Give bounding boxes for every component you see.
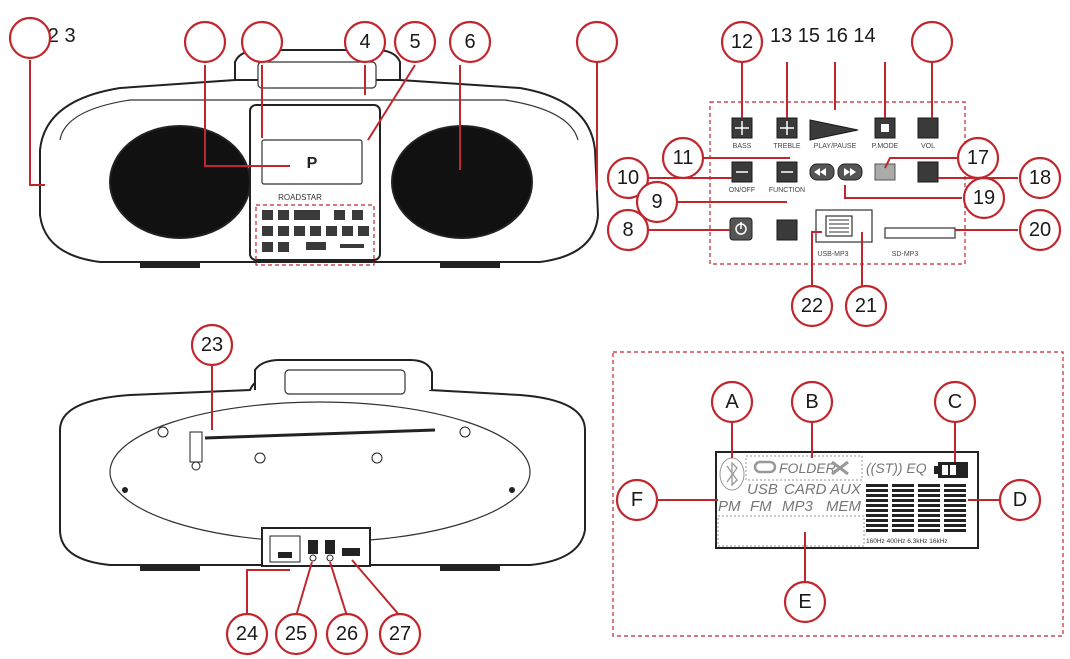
callout-18: 18 (1029, 167, 1051, 189)
lcd-usb: USB (747, 481, 778, 498)
callout-5: 5 (409, 31, 420, 53)
callout-21: 21 (855, 295, 877, 317)
function-label: FUNCTION (769, 187, 805, 194)
callout-9: 9 (651, 191, 662, 213)
lcd-freq-labels: 160Hz 400Hz 6.3kHz 16kHz (866, 538, 948, 545)
vol-label: VOL (921, 143, 935, 150)
brand-text: ROADSTAR (278, 193, 322, 202)
usb-mp3-label: USB-MP3 (817, 251, 848, 258)
callout-20: 20 (1029, 219, 1051, 241)
callout-19: 19 (973, 187, 995, 209)
callout-1-circle (8, 16, 52, 60)
sd-mp3-label: SD-MP3 (892, 251, 919, 258)
callout-8: 8 (622, 219, 633, 241)
callout-blank-2 (240, 20, 284, 64)
callout-10: 10 (617, 167, 639, 189)
bass-label: BASS (733, 143, 752, 150)
panel-header-numbers: 13 15 16 14 (770, 25, 876, 47)
callout-B: B (805, 391, 818, 413)
callout-blank-4 (910, 20, 954, 64)
callout-D: D (1013, 489, 1027, 511)
lcd-detail: FOLDER ((ST)) EQ USB CARD AUX PM FM MP3 … (612, 351, 1064, 637)
lcd-folder: FOLDER (779, 460, 836, 476)
front-view: P ROADSTAR 1 72 3 4 5 (8, 16, 619, 268)
callout-26: 26 (336, 623, 358, 645)
callout-23: 23 (201, 334, 223, 356)
callout-A: A (725, 391, 739, 413)
treble-label: TREBLE (773, 143, 801, 150)
callout-C: C (948, 391, 962, 413)
play-pause-label: PLAY/PAUSE (814, 143, 857, 150)
svg-text:P: P (307, 155, 318, 172)
control-panel-detail: BASS TREBLE PLAY/PAUSE P.MODE VOL ON/OFF… (606, 20, 1062, 328)
lcd-card: CARD (784, 481, 827, 498)
callout-22: 22 (801, 295, 823, 317)
pmode-label: P.MODE (872, 143, 899, 150)
lcd-st-eq: ((ST)) EQ (866, 460, 927, 476)
callout-E: E (798, 591, 811, 613)
callout-4: 4 (359, 31, 370, 53)
callout-12: 12 (731, 31, 753, 53)
lcd-fm: FM (750, 498, 772, 515)
callout-27: 27 (389, 623, 411, 645)
callout-17: 17 (967, 147, 989, 169)
lcd-mp3: MP3 (782, 498, 814, 515)
callout-blank-1 (183, 20, 227, 64)
lcd-pm: PM (718, 498, 741, 515)
callout-6: 6 (464, 31, 475, 53)
back-view: 23 24 25 26 27 (59, 323, 586, 656)
lcd-mem: MEM (826, 498, 862, 515)
callout-24: 24 (236, 623, 258, 645)
lcd-aux: AUX (829, 481, 862, 498)
callout-25: 25 (285, 623, 307, 645)
callout-blank-3 (575, 20, 619, 64)
callout-F: F (631, 489, 643, 511)
callout-11: 11 (673, 147, 694, 169)
on-off-label: ON/OFF (729, 187, 755, 194)
eq-bars (866, 484, 966, 532)
